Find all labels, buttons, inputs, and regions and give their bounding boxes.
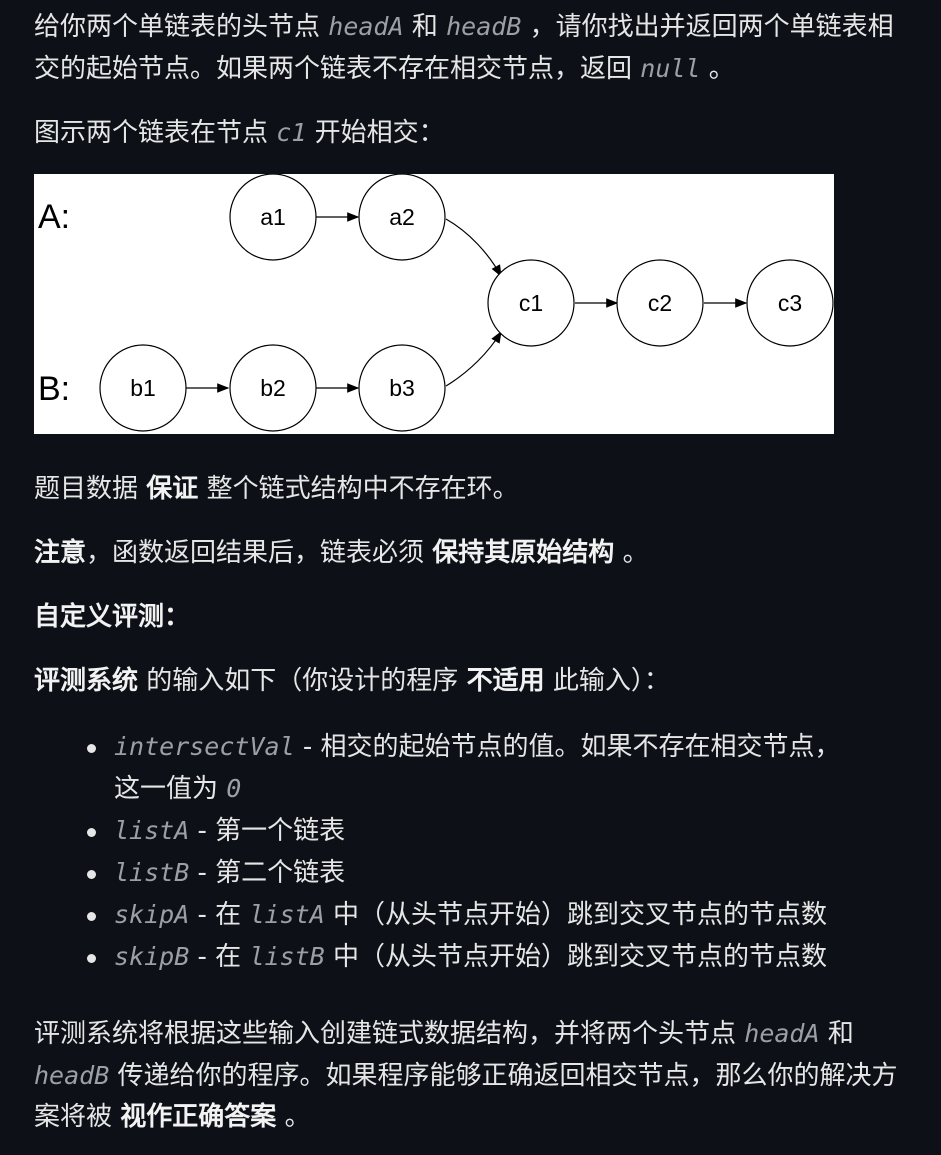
bullet-icon bbox=[87, 912, 96, 921]
closing-text-2: 传递给你的程序。如果程序能够正确返回相交节点，那么你的解决方案将被 bbox=[34, 1061, 898, 1132]
input-desc: - 第二个链表 bbox=[189, 858, 346, 888]
judge-text-2: 此输入）： bbox=[552, 666, 670, 696]
intro-text-2: ，请你找出并返回两个单链表相交的起始节点。如果两个链表不存在相交节点，返回 bbox=[34, 12, 894, 84]
input-name: intersectVal bbox=[114, 732, 295, 761]
input-desc-2: 中（从头节点开始）跳到交叉节点的节点数 bbox=[332, 900, 827, 930]
node-a1: a1 bbox=[229, 174, 317, 261]
input-desc-cont: 这一值为 0 bbox=[114, 768, 917, 810]
list-item: listA - 第一个链表 bbox=[34, 810, 917, 852]
intro-text: 给你两个单链表的头节点 bbox=[34, 12, 321, 42]
caption-text: 图示两个链表在节点 bbox=[34, 118, 269, 148]
intro-end: 。 bbox=[708, 54, 735, 84]
input-name: listA bbox=[114, 816, 190, 845]
node-b3: b3 bbox=[358, 344, 446, 432]
code-headB: headB bbox=[34, 1061, 110, 1090]
node-b3-label: b3 bbox=[389, 375, 415, 401]
intro-and: 和 bbox=[411, 12, 438, 42]
list-item: skipA - 在 listA 中（从头节点开始）跳到交叉节点的节点数 bbox=[34, 894, 917, 936]
input-desc: - 在 bbox=[189, 942, 242, 972]
input-desc: - 第一个链表 bbox=[189, 816, 346, 846]
node-b2: b2 bbox=[229, 344, 317, 432]
diagram-edges bbox=[186, 212, 748, 393]
guarantee-text-2: 整个链式结构中不存在环。 bbox=[206, 474, 519, 504]
custom-judge-heading-text: 自定义评测： bbox=[34, 602, 191, 632]
intro-paragraph: 给你两个单链表的头节点 headA 和 headB ，请你找出并返回两个单链表相… bbox=[34, 6, 917, 90]
judge-text: 的输入如下（你设计的程序 bbox=[146, 666, 459, 696]
input-desc-2: 中（从头节点开始）跳到交叉节点的节点数 bbox=[332, 942, 827, 972]
bullet-icon bbox=[87, 870, 96, 879]
node-a2-label: a2 bbox=[389, 204, 415, 230]
node-c2-label: c2 bbox=[648, 290, 672, 316]
bullet-icon bbox=[87, 744, 96, 753]
judge-intro-paragraph: 评测系统 的输入如下（你设计的程序 不适用 此输入）： bbox=[34, 661, 917, 702]
note-text: ，函数返回结果后，链表必须 bbox=[86, 538, 425, 568]
node-b2-label: b2 bbox=[260, 375, 286, 401]
node-c3: c3 bbox=[746, 259, 834, 347]
note-bold: 注意 bbox=[34, 538, 87, 568]
edge-b3-c1 bbox=[445, 330, 502, 387]
node-c1: c1 bbox=[487, 259, 575, 347]
node-b1: b1 bbox=[99, 344, 187, 432]
note-paragraph: 注意，函数返回结果后，链表必须 保持其原始结构 。 bbox=[34, 533, 917, 574]
input-ref: listB bbox=[249, 942, 325, 971]
guarantee-bold: 保证 bbox=[146, 474, 199, 504]
input-name: skipA bbox=[114, 900, 190, 929]
diagram-nodes: a1 a2 b1 b2 b3 bbox=[99, 174, 834, 432]
bullet-icon bbox=[87, 828, 96, 837]
list-b-label: B: bbox=[38, 370, 70, 408]
list-a-label: A: bbox=[38, 198, 70, 236]
node-c1-label: c1 bbox=[519, 290, 543, 316]
judge-input-list: intersectVal - 相交的起始节点的值。如果不存在相交节点， 这一值为… bbox=[34, 726, 917, 978]
node-c3-label: c3 bbox=[778, 290, 802, 316]
closing-end: 。 bbox=[284, 1102, 311, 1132]
code-null: null bbox=[640, 54, 701, 83]
node-b1-label: b1 bbox=[130, 375, 156, 401]
input-name: listB bbox=[114, 858, 190, 887]
bullet-icon bbox=[87, 954, 96, 963]
guarantee-paragraph: 题目数据 保证 整个链式结构中不存在环。 bbox=[34, 469, 917, 510]
closing-bold: 视作正确答案 bbox=[120, 1102, 277, 1132]
judge-bold: 评测系统 bbox=[34, 666, 139, 696]
code-headA: headA bbox=[744, 1019, 820, 1048]
note-bold-2: 保持其原始结构 bbox=[432, 538, 615, 568]
code-c1: c1 bbox=[276, 118, 307, 147]
closing-and: 和 bbox=[827, 1019, 854, 1049]
code-headA: headA bbox=[328, 12, 404, 41]
linked-list-diagram: A: B: a1 a2 bbox=[34, 174, 834, 434]
input-desc-cont-text: 这一值为 bbox=[114, 774, 219, 804]
node-c2: c2 bbox=[616, 259, 704, 347]
input-desc: - 相交的起始节点的值。如果不存在相交节点， bbox=[294, 732, 841, 762]
custom-judge-heading: 自定义评测： bbox=[34, 597, 917, 638]
note-end: 。 bbox=[622, 538, 649, 568]
closing-paragraph: 评测系统将根据这些输入创建链式数据结构，并将两个头节点 headA 和 head… bbox=[34, 1013, 917, 1138]
judge-bold-2: 不适用 bbox=[466, 666, 545, 696]
closing-text: 评测系统将根据这些输入创建链式数据结构，并将两个头节点 bbox=[34, 1019, 737, 1049]
input-desc-code: 0 bbox=[226, 774, 242, 803]
node-a2: a2 bbox=[358, 174, 446, 261]
guarantee-text: 题目数据 bbox=[34, 474, 139, 504]
figure-caption: 图示两个链表在节点 c1 开始相交： bbox=[34, 112, 917, 154]
list-item: listB - 第二个链表 bbox=[34, 852, 917, 894]
input-name: skipB bbox=[114, 942, 190, 971]
input-ref: listA bbox=[249, 900, 325, 929]
caption-text-2: 开始相交： bbox=[314, 118, 445, 148]
list-item: skipB - 在 listB 中（从头节点开始）跳到交叉节点的节点数 bbox=[34, 936, 917, 978]
input-desc: - 在 bbox=[189, 900, 242, 930]
node-a1-label: a1 bbox=[260, 204, 286, 230]
edge-a2-c1 bbox=[445, 218, 502, 278]
list-item: intersectVal - 相交的起始节点的值。如果不存在相交节点， 这一值为… bbox=[34, 726, 917, 810]
code-headB: headB bbox=[446, 12, 522, 41]
